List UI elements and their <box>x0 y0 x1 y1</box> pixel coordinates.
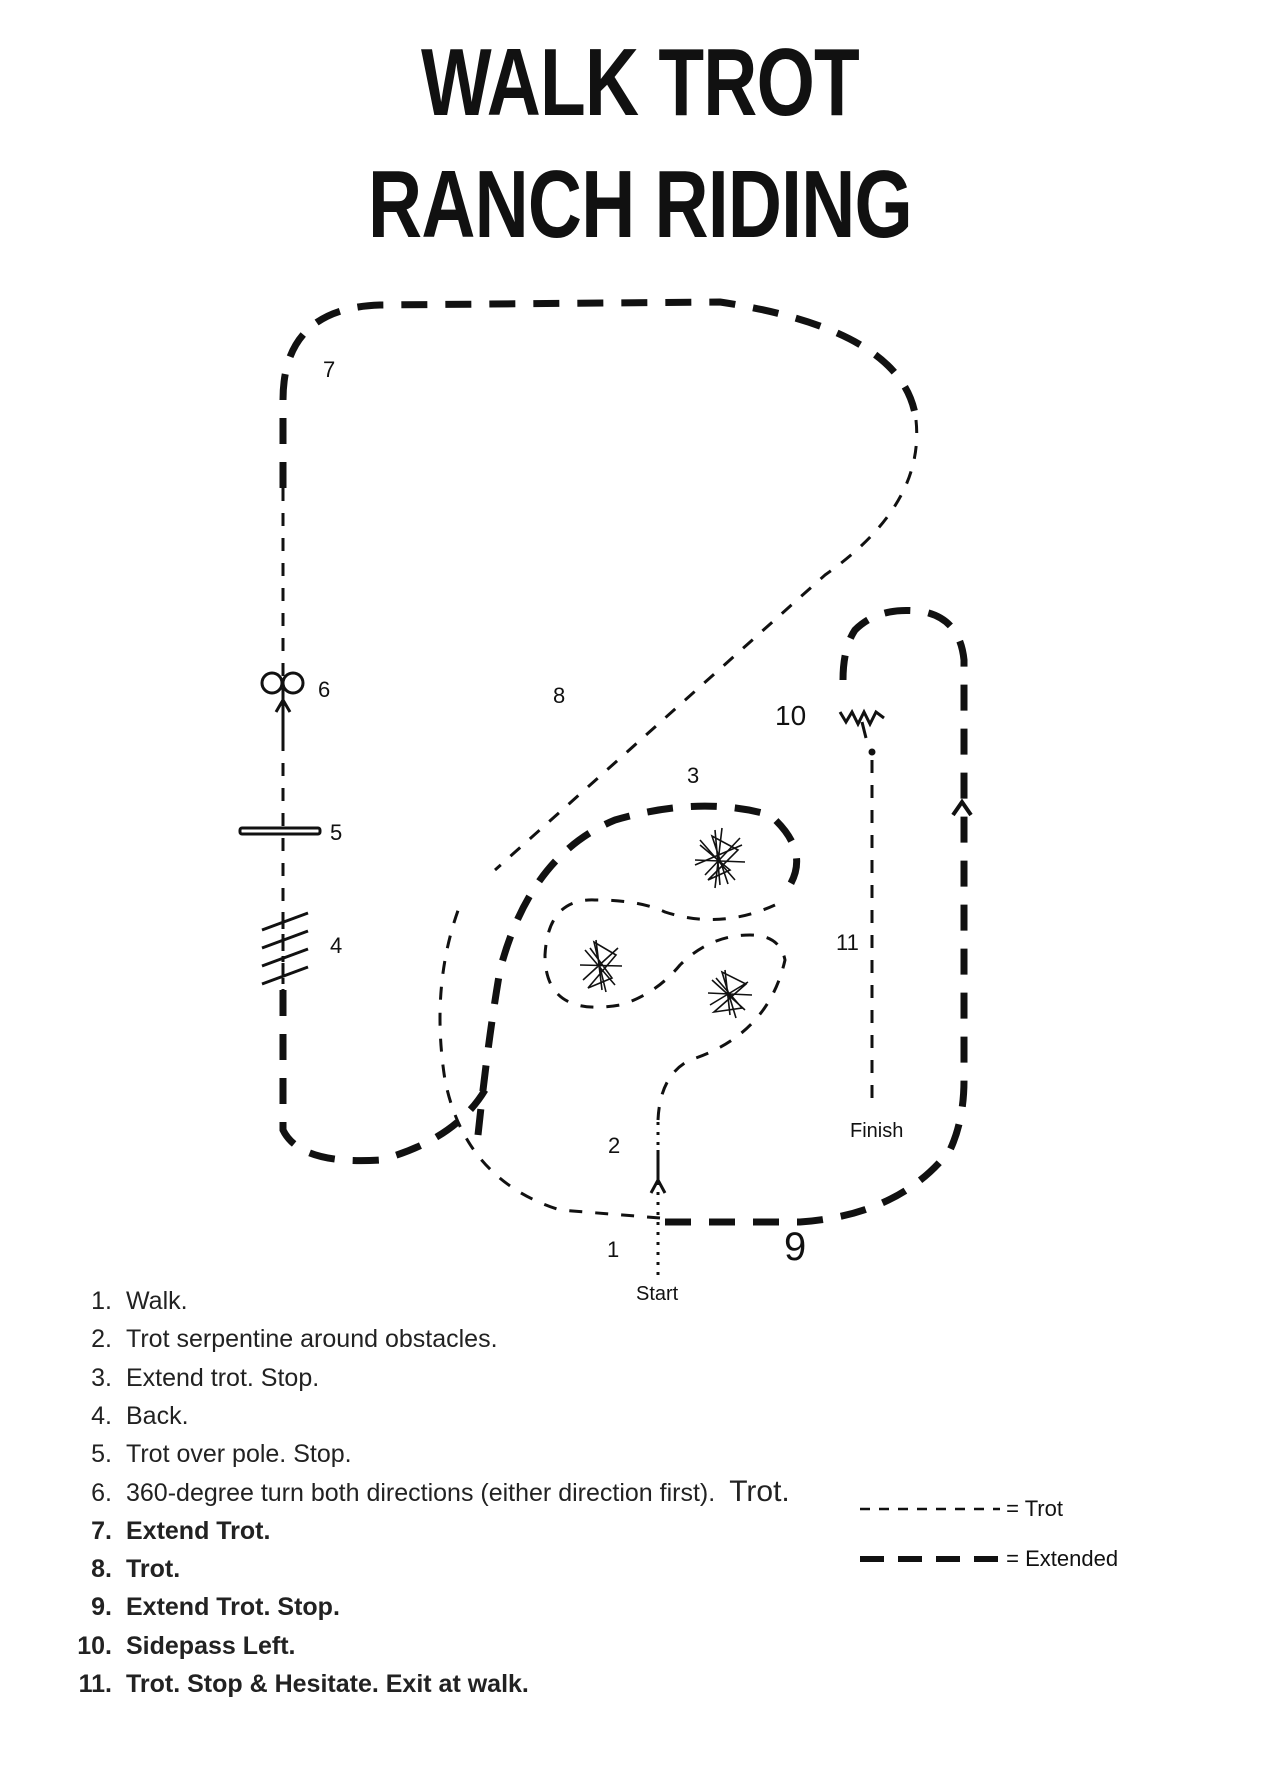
step-3: 3.Extend trot. Stop. <box>91 1363 320 1392</box>
sidepass-icon <box>838 708 885 756</box>
brush-icon <box>694 827 746 889</box>
step-6: 6.360-degree turn both directions (eithe… <box>91 1475 790 1509</box>
extended-line-icon <box>860 1556 1000 1563</box>
title-line-1: WALK TROT <box>420 29 860 136</box>
label-5: 5 <box>330 820 343 845</box>
label-4: 4 <box>330 933 343 958</box>
legend-trot-label: = Trot <box>1006 1496 1063 1522</box>
pole-icon <box>238 826 322 836</box>
label-3: 3 <box>687 763 700 788</box>
path-step-8-trot <box>494 419 919 872</box>
step-7: 7.Extend Trot. <box>91 1516 271 1545</box>
step-4: 4.Back. <box>91 1401 189 1430</box>
path-step-1 <box>438 904 661 1220</box>
spin-marker-icon <box>260 671 305 740</box>
label-10: 10 <box>775 700 807 731</box>
direction-arrow-icon <box>951 798 973 817</box>
label-1: 1 <box>607 1237 620 1262</box>
steps-list: 1.Walk. 2.Trot serpentine around obstacl… <box>60 1282 790 1703</box>
label-11: 11 <box>836 930 859 955</box>
path-step-3-extended <box>474 802 801 1136</box>
step-6-extra: Trot. <box>729 1475 790 1509</box>
brush-icon <box>707 969 753 1019</box>
path-step-9-extended <box>665 606 968 1226</box>
path-step-7-extended <box>279 298 920 488</box>
label-8: 8 <box>553 683 566 708</box>
title-line-2: RANCH RIDING <box>368 151 913 258</box>
brush-icon <box>579 939 623 993</box>
back-poles-icon <box>261 911 309 990</box>
label-6: 6 <box>318 677 331 702</box>
legend-extended-label: = Extended <box>1006 1546 1119 1572</box>
path-left-extended-bottom <box>279 990 489 1165</box>
step-9: 9.Extend Trot. Stop. <box>91 1593 340 1622</box>
finish-label: Finish <box>850 1120 904 1142</box>
label-7: 7 <box>323 357 336 382</box>
step-1: 1.Walk. <box>91 1287 188 1315</box>
step-5: 5.Trot over pole. Stop. <box>91 1440 352 1469</box>
step-2-arrow-icon <box>649 1150 667 1194</box>
legend-trot: = Trot <box>860 1495 1063 1522</box>
legend-extended: = Extended <box>860 1545 1118 1572</box>
step-8: 8.Trot. <box>91 1555 181 1584</box>
step-10: 10.Sidepass Left. <box>77 1631 296 1660</box>
step-11: 11.Trot. Stop & Hesitate. Exit at walk. <box>78 1669 529 1698</box>
label-2: 2 <box>608 1133 621 1158</box>
start-label: Start <box>636 1283 679 1305</box>
path-step-2-trot <box>543 898 787 1121</box>
step-2: 2.Trot serpentine around obstacles. <box>91 1325 498 1354</box>
trot-line-icon <box>860 1507 1000 1511</box>
label-9: 9 <box>784 1225 807 1269</box>
